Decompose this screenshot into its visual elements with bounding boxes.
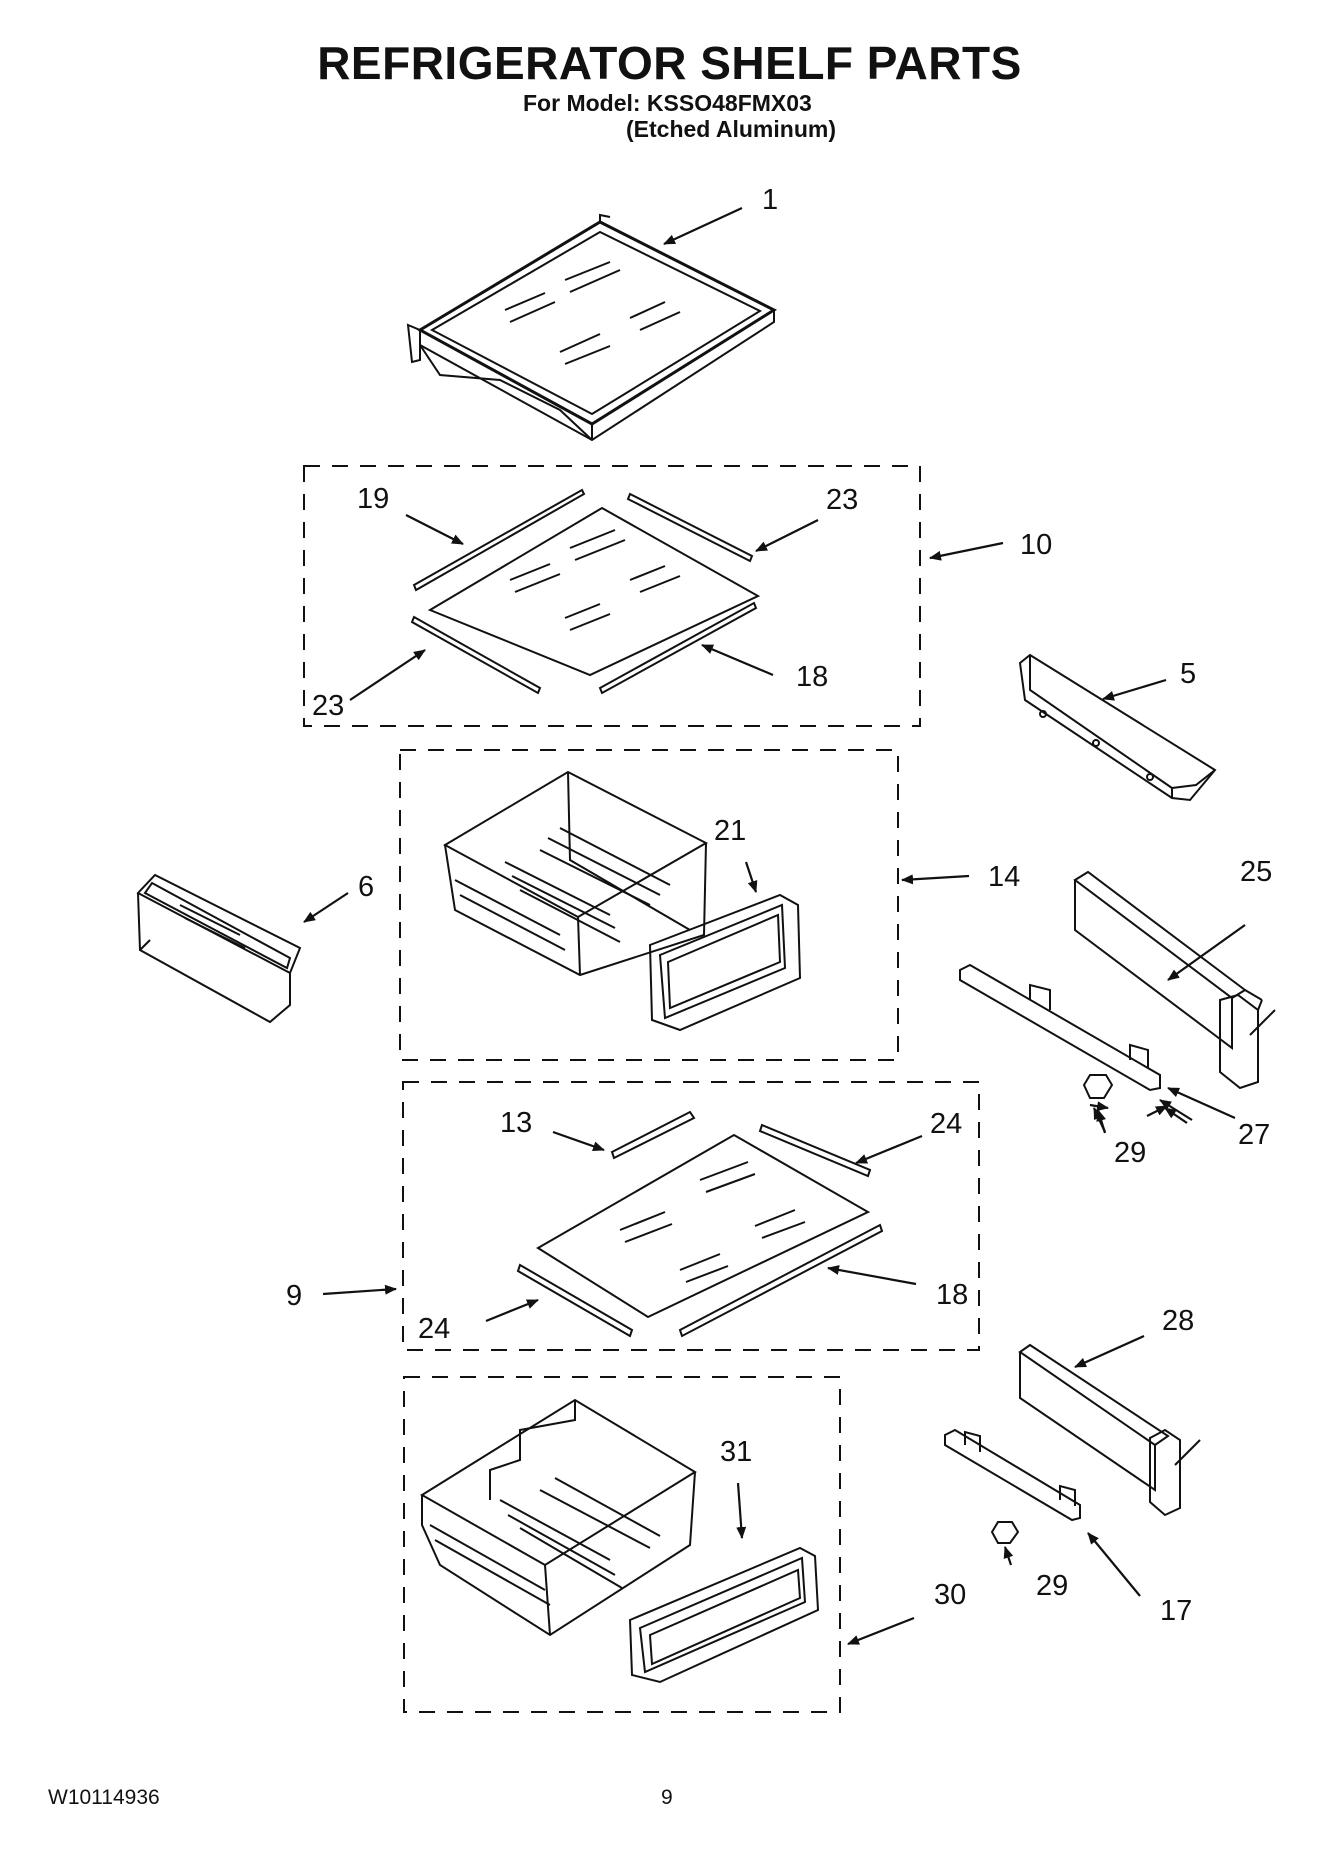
- callout-23-upper: 23: [826, 484, 858, 516]
- callout-labels: 1 19 23 10 23 18 5 21 14 6 25 27 29 13 2…: [286, 184, 1272, 1627]
- document-number: W10114936: [48, 1786, 160, 1809]
- callout-17: 17: [1160, 1595, 1192, 1627]
- callout-18-lower: 18: [936, 1279, 968, 1311]
- model-line: For Model: KSSO48FMX03: [523, 90, 812, 116]
- storage-bin-6: [136, 873, 302, 1024]
- callout-28: 28: [1162, 1305, 1194, 1337]
- top-shelf-assembly: [406, 213, 778, 442]
- drawer-group-30-outline: [403, 1376, 841, 1713]
- callout-24-upper: 24: [930, 1108, 962, 1140]
- callout-30: 30: [934, 1579, 966, 1611]
- callout-6: 6: [358, 871, 374, 903]
- lower-drawer-30: [420, 1398, 697, 1637]
- shelf-group-9-outline: [402, 1081, 980, 1351]
- glass-shelf-10: [410, 488, 761, 695]
- shelf-group-10-outline: [303, 465, 921, 727]
- callout-29-upper: 29: [1114, 1137, 1146, 1169]
- glass-shelf-9: [516, 1110, 884, 1338]
- callout-9: 9: [286, 1280, 302, 1312]
- callout-13: 13: [500, 1107, 532, 1139]
- leader-arrows: [303, 207, 1246, 1646]
- drawer-front-31: [628, 1546, 820, 1684]
- shelf-bracket-5: [1018, 653, 1217, 802]
- callout-1: 1: [762, 184, 778, 216]
- callout-21: 21: [714, 815, 746, 847]
- callout-18-upper: 18: [796, 661, 828, 693]
- callout-31: 31: [720, 1436, 752, 1468]
- crisper-drawer-14: [442, 770, 709, 977]
- page-title: REFRIGERATOR SHELF PARTS: [317, 37, 1022, 89]
- page-number: 9: [661, 1786, 673, 1809]
- callout-5: 5: [1180, 658, 1196, 690]
- callout-23-lower: 23: [312, 690, 344, 722]
- callout-24-lower: 24: [418, 1313, 450, 1345]
- callout-14: 14: [988, 861, 1020, 893]
- callout-27: 27: [1238, 1119, 1270, 1151]
- callout-25: 25: [1240, 856, 1272, 888]
- callout-19: 19: [357, 483, 389, 515]
- drawer-group-14-outline: [399, 749, 899, 1061]
- drawer-slide-assembly-lower: [944, 1343, 1201, 1544]
- callout-29-lower: 29: [1036, 1570, 1068, 1602]
- drawer-slide-assembly-upper: [959, 870, 1276, 1099]
- callout-10: 10: [1020, 529, 1052, 561]
- drawer-front-21: [648, 893, 802, 1032]
- finish-line: (Etched Aluminum): [626, 116, 836, 142]
